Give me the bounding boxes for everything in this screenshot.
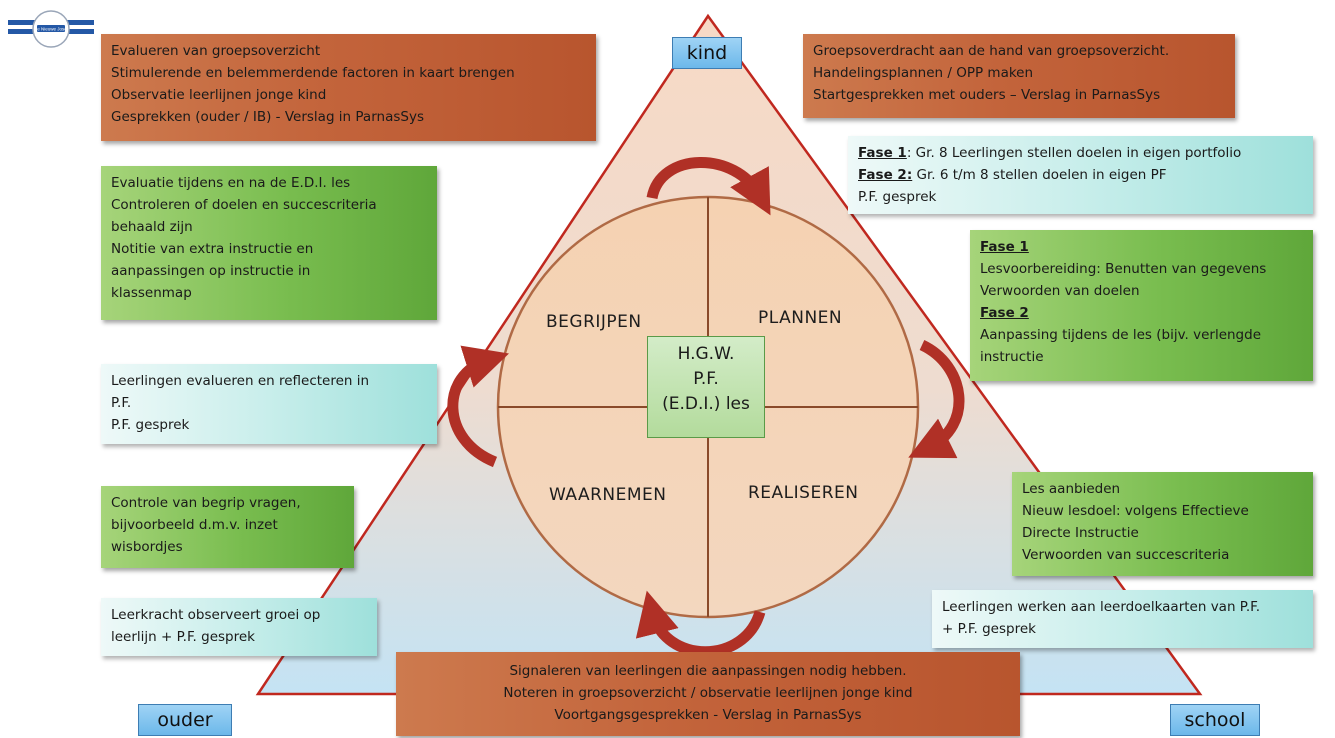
box-line: Controleren of doelen en succescriteria <box>111 197 377 213</box>
box-line: bijvoorbeeld d.m.v. inzet <box>111 517 278 533</box>
box-line: Signaleren van leerlingen die aanpassing… <box>509 663 907 679</box>
box-group-transfer: Groepsoverdracht aan de hand van groepso… <box>803 34 1235 118</box>
box-line: klassenmap <box>111 285 192 301</box>
box-reflect: Leerlingen evalueren en reflecteren in P… <box>101 364 437 444</box>
box-line: Notitie van extra instructie en <box>111 241 314 257</box>
box-line: Fase 2: Gr. 6 t/m 8 stellen doelen in ei… <box>858 164 1303 186</box>
box-students-work: Leerlingen werken aan leerdoelkaarten va… <box>932 590 1313 648</box>
box-check-understanding: Controle van begrip vragen, bijvoorbeeld… <box>101 486 354 568</box>
fase-1-text: : Gr. 8 Leerlingen stellen doelen in eig… <box>906 145 1242 161</box>
box-line: instructie <box>980 349 1044 365</box>
center-box: H.G.W. P.F. (E.D.I.) les <box>647 336 765 438</box>
center-line-hgw: H.G.W. <box>677 344 735 364</box>
phase-begrijpen: BEGRIJPEN <box>546 312 642 332</box>
box-line: Evalueren van groepsoverzicht <box>111 43 321 59</box>
box-line: Leerlingen werken aan leerdoelkaarten va… <box>942 599 1261 615</box>
box-line: P.F. gesprek <box>858 189 937 205</box>
box-line: Lesvoorbereiding: Benutten van gegevens <box>980 261 1267 277</box>
box-line: P.F. <box>111 395 132 411</box>
box-lesson-offer: Les aanbieden Nieuw lesdoel: volgens Eff… <box>1012 472 1313 576</box>
school-logo: De Nieuwe Josef <box>8 10 94 48</box>
box-fase-lesson: Fase 1 Lesvoorbereiding: Benutten van ge… <box>970 230 1313 381</box>
box-line: Noteren in groepsoverzicht / observatie … <box>503 685 913 701</box>
box-line: Aanpassing tijdens de les (bijv. verleng… <box>980 327 1262 343</box>
arrow-left <box>447 345 509 468</box>
box-line: Directe Instructie <box>1022 525 1139 541</box>
box-line: Gesprekken (ouder / IB) - Verslag in Par… <box>111 109 424 125</box>
box-evaluate-group: Evalueren van groepsoverzicht Stimuleren… <box>101 34 596 141</box>
box-signal-students: Signaleren van leerlingen die aanpassing… <box>396 652 1020 736</box>
box-line: Handelingsplannen / OPP maken <box>813 65 1034 81</box>
fase-1-label: Fase 1 <box>858 145 907 161</box>
center-line-edi: (E.D.I.) les <box>662 394 750 414</box>
phase-plannen: PLANNEN <box>758 308 843 328</box>
box-line: Les aanbieden <box>1022 481 1121 497</box>
fase-1-heading: Fase 1 <box>980 239 1029 255</box>
box-line: + P.F. gesprek <box>942 621 1036 637</box>
fase-2-label: Fase 2: <box>858 167 913 183</box>
arrow-bottom <box>635 590 766 658</box>
box-line: Nieuw lesdoel: volgens Effectieve <box>1022 503 1249 519</box>
box-line: Stimulerende en belemmerdende factoren i… <box>111 65 515 81</box>
box-line: Controle van begrip vragen, <box>111 495 301 511</box>
box-line: Evaluatie tijdens en na de E.D.I. les <box>111 175 351 191</box>
svg-text:De Nieuwe Josef: De Nieuwe Josef <box>34 27 69 32</box>
phase-waarnemen: WAARNEMEN <box>549 485 667 505</box>
box-line: Fase 1: Gr. 8 Leerlingen stellen doelen … <box>858 142 1303 164</box>
box-line: Leerlingen evalueren en reflecteren in <box>111 373 370 389</box>
center-line-pf: P.F. <box>693 369 719 389</box>
phase-realiseren: REALISEREN <box>748 483 859 503</box>
box-fase-goals: Fase 1: Gr. 8 Leerlingen stellen doelen … <box>848 136 1313 214</box>
box-line: Verwoorden van doelen <box>980 283 1140 299</box>
corner-ouder: ouder <box>138 704 232 736</box>
box-teacher-observes: Leerkracht observeert groei op leerlijn … <box>101 598 377 656</box>
box-line: Observatie leerlijnen jonge kind <box>111 87 327 103</box>
box-edi-evaluation: Evaluatie tijdens en na de E.D.I. les Co… <box>101 166 437 320</box>
box-line: behaald zijn <box>111 219 193 235</box>
box-line: Verwoorden van succescriteria <box>1022 547 1230 563</box>
box-line: Groepsoverdracht aan de hand van groepso… <box>813 43 1170 59</box>
arrow-top <box>646 157 771 216</box>
box-line: P.F. gesprek <box>111 417 190 433</box>
box-line: Voortgangsgesprekken - Verslag in Parnas… <box>554 707 862 723</box>
box-line: aanpassingen op instructie in <box>111 263 311 279</box>
box-line: leerlijn + P.F. gesprek <box>111 629 255 645</box>
fase-2-heading: Fase 2 <box>980 305 1029 321</box>
box-line: wisbordjes <box>111 539 183 555</box>
corner-kind: kind <box>672 37 742 69</box>
box-line: Startgesprekken met ouders – Verslag in … <box>813 87 1161 103</box>
corner-school: school <box>1170 704 1260 736</box>
arrow-right <box>908 340 965 459</box>
box-line: Leerkracht observeert groei op <box>111 607 321 623</box>
fase-2-text: Gr. 6 t/m 8 stellen doelen in eigen PF <box>912 167 1167 183</box>
